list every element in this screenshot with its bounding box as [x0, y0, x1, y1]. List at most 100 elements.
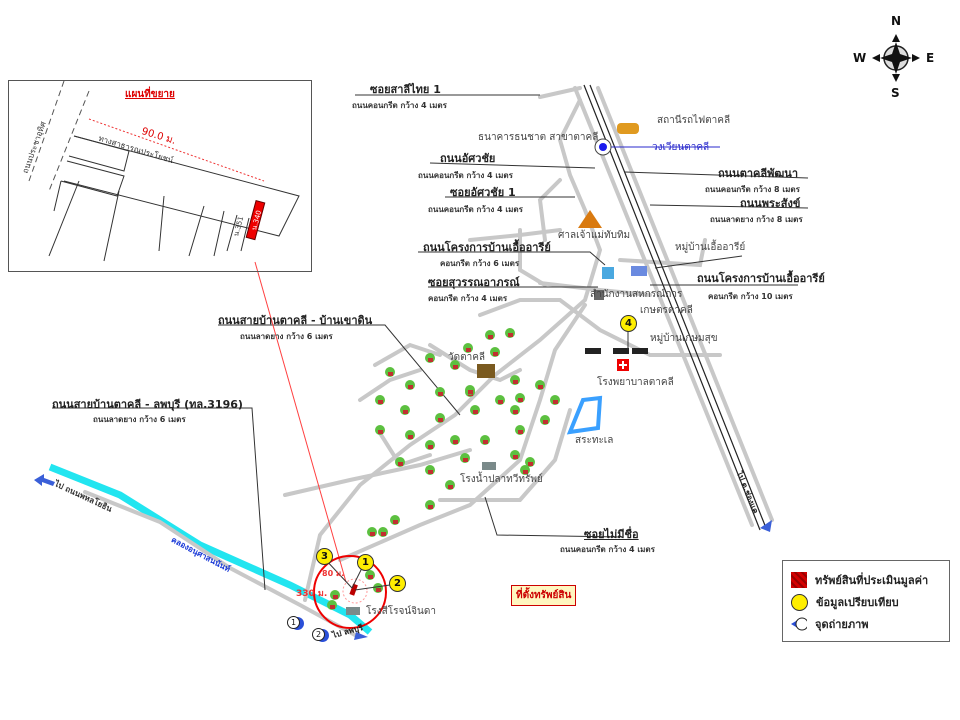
- road-desc: ถนนคอนกรีต กว้าง 4 เมตร: [418, 171, 513, 180]
- comparable-marker-3[interactable]: 3: [316, 548, 333, 565]
- rice-mill-icon: [346, 607, 360, 615]
- inset-map: แผนที่ขยาย 90.0 ม. ถนนประชาอุทิศ ทางสาธา…: [8, 80, 312, 272]
- red-hatched-square-icon: [791, 572, 807, 588]
- row-houses: [585, 348, 648, 354]
- pond-sa-thale: [566, 395, 603, 435]
- place-rice-mill: โรงสีโรจน์จินดา: [366, 606, 436, 617]
- comparable-marker-1[interactable]: 1: [357, 554, 374, 571]
- tree-house-icon: [510, 450, 520, 460]
- place-shrine: ศาลเจ้าแม่ทับทิม: [558, 230, 631, 241]
- shrine-icon: [578, 210, 602, 228]
- temple-icon: [477, 364, 495, 378]
- tree-house-icon: [435, 387, 445, 397]
- village-icon: [631, 266, 647, 276]
- road-desc: ถนนคอนกรีต กว้าง 4 เมตร: [560, 545, 655, 554]
- subject-area-circle: [313, 555, 387, 629]
- road-label: ถนนสายบ้านตาคลี - บ้านเขาดิน: [218, 314, 373, 327]
- distance-80: 80 ม.: [322, 569, 345, 578]
- tree-house-icon: [405, 380, 415, 390]
- tree-house-icon: [480, 435, 490, 445]
- tree-house-icon: [495, 395, 505, 405]
- arrow-to-lopburi-icon: [354, 632, 368, 640]
- tree-house-icon: [460, 453, 470, 463]
- inset-subject-parcel: [245, 199, 266, 241]
- tree-house-icon: [520, 465, 530, 475]
- road-desc: คอนกรีต กว้าง 6 เมตร: [440, 259, 520, 268]
- road-label: ถนนโครงการบ้านเอื้ออารีย์: [423, 241, 551, 254]
- road-label: ถนนโครงการบ้านเอื้ออารีย์: [697, 272, 825, 285]
- tree-house-icon: [505, 328, 515, 338]
- tree-house-icon: [425, 500, 435, 510]
- legend-label: ทรัพย์สินที่ประเมินมูลค่า: [815, 574, 929, 587]
- camera-point-arrow-icon: [791, 617, 807, 631]
- distance-330: 330 ม.: [296, 589, 328, 599]
- road-label: ถนนสายบ้านตาคลี - ลพบุรี (ทล.3196): [52, 398, 243, 411]
- place-agri-office: เกษตรตาคลี: [640, 305, 693, 316]
- tree-houses: [327, 328, 560, 610]
- tree-house-icon: [375, 395, 385, 405]
- inset-parcels: [28, 80, 300, 262]
- tree-house-icon: [373, 583, 383, 593]
- tree-house-icon: [515, 425, 525, 435]
- tree-house-icon: [425, 440, 435, 450]
- place-roundabout: วงเวียนตาคลี: [652, 142, 710, 153]
- tree-house-icon: [470, 405, 480, 415]
- legend: ทรัพย์สินที่ประเมินมูลค่า ข้อมูลเปรียบเท…: [782, 560, 950, 642]
- place-fish-sauce-factory: โรงน้ำปลาทวีทรัพย์: [460, 474, 543, 485]
- tree-house-icon: [378, 527, 388, 537]
- road-label: ถนนตาคลีพัฒนา: [718, 167, 799, 180]
- comparable-marker-2[interactable]: 2: [389, 575, 406, 592]
- inset-pointer-line: [254, 261, 347, 583]
- tree-house-icon: [510, 375, 520, 385]
- place-train-station: สถานีรถไฟตาคลี: [657, 115, 731, 126]
- tree-house-icon: [425, 353, 435, 363]
- tree-house-icon: [550, 395, 560, 405]
- tree-house-icon: [365, 570, 375, 580]
- road-desc: คอนกรีต กว้าง 4 เมตร: [428, 294, 508, 303]
- tree-house-icon: [425, 465, 435, 475]
- tree-house-icon: [510, 405, 520, 415]
- place-village-ua: หมู่บ้านเอื้ออารีย์: [675, 242, 746, 253]
- road-desc: คอนกรีต กว้าง 10 เมตร: [708, 292, 793, 301]
- place-coop: สำนักงานสหกรณ์การ: [590, 289, 683, 300]
- tree-house-icon: [450, 360, 460, 370]
- comparable-marker-4[interactable]: 4: [620, 315, 637, 332]
- place-hospital: โรงพยาบาลตาคลี: [597, 377, 674, 388]
- road-desc: ถนนคอนกรีต กว้าง 8 เมตร: [705, 185, 800, 194]
- label-leader-lines: [52, 94, 809, 591]
- tree-house-icon: [327, 600, 337, 610]
- tree-house-icon: [367, 527, 377, 537]
- tree-house-icon: [435, 413, 445, 423]
- legend-item-subject: ทรัพย์สินที่ประเมินมูลค่า: [791, 571, 928, 589]
- tree-house-icon: [375, 425, 385, 435]
- road-label: ซอยสุวรรณอาภรณ์: [428, 276, 520, 289]
- inset-title: แผนที่ขยาย: [125, 89, 175, 100]
- tree-house-icon: [485, 330, 495, 340]
- compass-south: S: [891, 86, 900, 100]
- road-label: ถนนพระสังข์: [740, 197, 801, 210]
- road-desc: ถนนคอนกรีต กว้าง 4 เมตร: [428, 205, 523, 214]
- tree-house-icon: [330, 590, 340, 600]
- tree-house-icon: [465, 385, 475, 395]
- tree-house-icon: [535, 380, 545, 390]
- coop-icon: [602, 267, 614, 279]
- photo-point-marker-2[interactable]: 2: [312, 628, 325, 641]
- tree-house-icon: [540, 415, 550, 425]
- tree-house-icon: [450, 435, 460, 445]
- yellow-circle-icon: [791, 593, 808, 611]
- place-temple: วัดตาคลี: [448, 352, 486, 363]
- road-label: ซอยสาลีไทย 1: [370, 83, 441, 96]
- compass-north: N: [891, 14, 902, 28]
- train-station-icon: [617, 123, 639, 134]
- tree-house-icon: [405, 430, 415, 440]
- road-label: ซอยไม่มีชื่อ: [584, 528, 639, 541]
- photo-point-marker-1[interactable]: 1: [287, 616, 300, 629]
- place-pond: สระทะเล: [575, 435, 614, 446]
- legend-label: จุดถ่ายภาพ: [815, 618, 869, 631]
- tree-house-icon: [515, 393, 525, 403]
- factory-icon: [482, 462, 496, 470]
- arrow-to-phahon-icon: [34, 474, 55, 486]
- government-building-icon: [594, 290, 604, 300]
